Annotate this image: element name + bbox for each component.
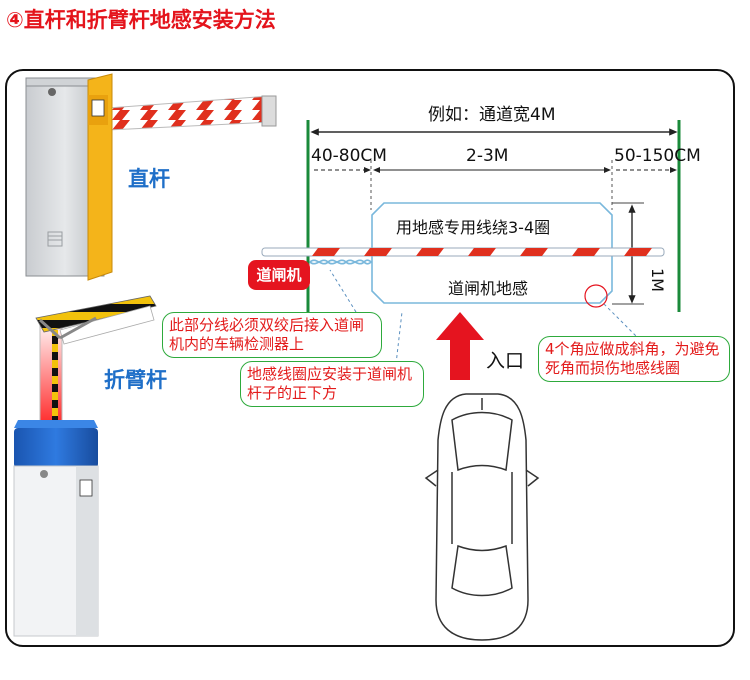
entry-arrow: [436, 312, 484, 380]
left-gap-text: 40-80CM: [311, 146, 387, 166]
loop-name-text: 道闸机地感: [448, 279, 528, 298]
right-gap-text: 50-150CM: [614, 146, 701, 166]
straight-pole-label: 直杆: [128, 167, 170, 191]
page-title: ④直杆和折臂杆地感安装方法: [6, 8, 276, 32]
loop-layout: [261, 120, 681, 365]
diagram-frame: [5, 69, 735, 647]
loop-position-note: 地感线圈应安装于道闸机杆子的正下方: [240, 361, 424, 407]
folding-arm-barrier: [13, 295, 157, 637]
example-width-text: 例如：通道宽4M: [428, 105, 555, 125]
folding-pole-label: 折臂杆: [104, 368, 167, 392]
straight-pole-barrier: [25, 73, 277, 281]
middle-gap-text: 2-3M: [466, 146, 508, 166]
boom-bar: [261, 247, 665, 257]
ground-loop-outline: [371, 202, 613, 304]
entry-label: 入口: [486, 350, 525, 372]
car-top-view: [424, 393, 540, 641]
gate-tag: 道闸机: [248, 260, 310, 290]
twist-wire-note: 此部分线必须双绞后接入道闸机内的车辆检测器上: [162, 312, 382, 358]
loop-depth-text: 1M: [648, 268, 667, 292]
corner-highlight: [584, 284, 608, 308]
corner-chamfer-note: 4个角应做成斜角，为避免死角而损伤地感线圈: [538, 336, 730, 382]
loop-winding-text: 用地感专用线绕3-4圈: [396, 218, 550, 237]
